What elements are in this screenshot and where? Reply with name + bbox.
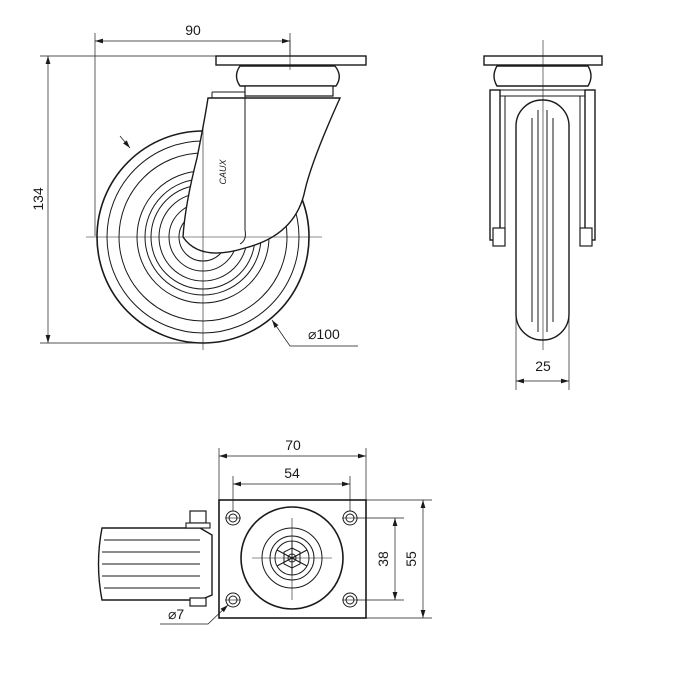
front-view: 25	[483, 40, 603, 390]
dim-wheel-diameter: ⌀100	[308, 326, 340, 342]
side-top-plate	[215, 55, 367, 66]
dim-side-width: 90	[185, 22, 201, 38]
dim-plate-width: 70	[285, 437, 301, 453]
side-view: CAUX 90 134 ⌀100	[30, 22, 367, 350]
bottom-view: 70 54 38 55 ⌀7	[97, 437, 432, 625]
side-fork: CAUX	[182, 91, 342, 254]
brand-logo: CAUX	[218, 159, 228, 185]
front-fork-left	[489, 89, 501, 241]
dim-plate-height: 55	[403, 551, 419, 567]
dim-side-height: 134	[30, 187, 46, 211]
dim-front-width: 25	[535, 358, 551, 374]
side-swivel-head	[215, 55, 367, 97]
dim-hole-diameter: ⌀7	[168, 606, 184, 622]
front-wheel	[515, 99, 570, 341]
dim-hole-spacing-y: 38	[375, 551, 391, 567]
dim-hole-spacing-x: 54	[284, 465, 300, 481]
front-fork-right	[584, 89, 596, 241]
